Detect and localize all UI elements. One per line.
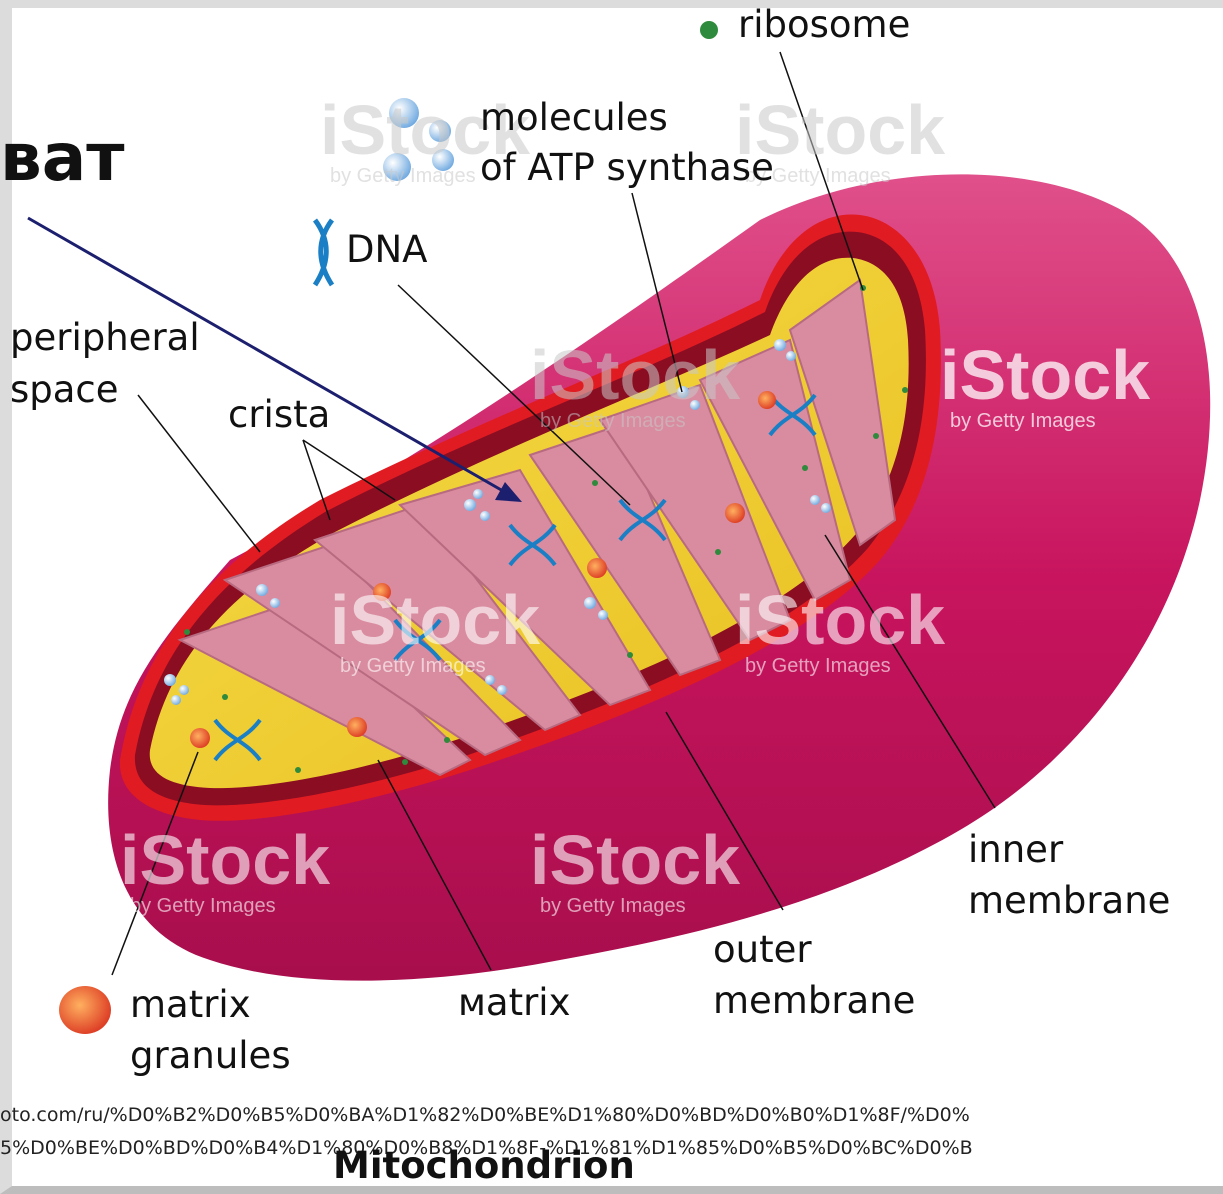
label-granules-line1: matrix xyxy=(130,980,251,1030)
label-inner-line1: inner xyxy=(968,825,1063,875)
corner-text-fragment: ват xyxy=(0,118,125,198)
label-atp-line1: molecules xyxy=(480,93,668,143)
caption-title: Mitochondrion xyxy=(333,1144,635,1188)
label-atp-line2: of ATP synthase xyxy=(480,143,774,193)
granule-legend-icon xyxy=(59,986,111,1034)
ribosome-legend-icon xyxy=(700,21,718,39)
dna-legend-icon xyxy=(315,220,332,285)
label-granules-line2: granules xyxy=(130,1031,291,1081)
label-inner-line2: membrane xyxy=(968,876,1170,926)
label-peripheral-line1: peripheral xyxy=(10,313,200,363)
label-crista: crista xyxy=(228,390,330,440)
label-ribosome: ribosome xyxy=(738,0,910,50)
label-matrix: мatrix xyxy=(458,978,570,1028)
label-outer-line2: membrane xyxy=(713,976,915,1026)
label-peripheral-line2: space xyxy=(10,365,119,415)
label-dna: DNA xyxy=(346,225,427,275)
label-outer-line1: outer xyxy=(713,925,812,975)
source-url-line1: oto.com/ru/%D0%B2%D0%B5%D0%BA%D1%82%D0%B… xyxy=(0,1104,1223,1126)
